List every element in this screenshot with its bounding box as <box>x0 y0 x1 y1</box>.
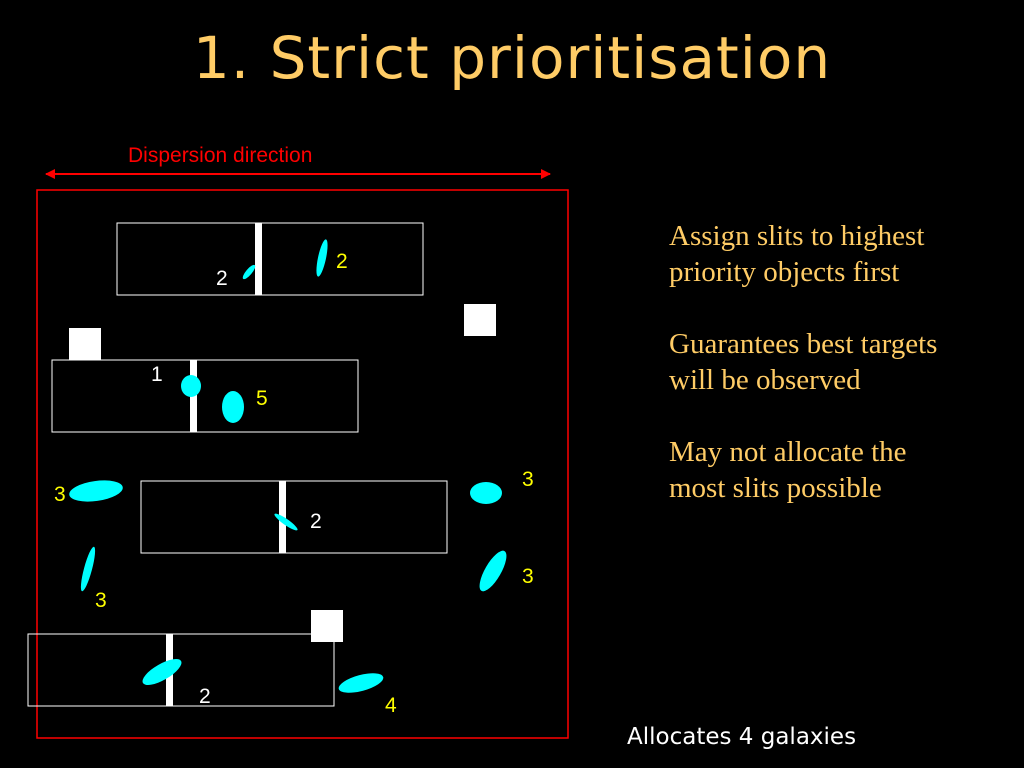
slit-box <box>51 359 359 433</box>
galaxy <box>142 659 182 685</box>
guide-star-square <box>311 610 343 642</box>
galaxy <box>181 375 201 397</box>
slit-box <box>116 222 424 296</box>
priority-label: 4 <box>385 694 397 717</box>
dispersion-direction-label: Dispersion direction <box>128 144 313 167</box>
guide-star-square <box>69 328 101 360</box>
galaxy <box>69 480 123 502</box>
bullet-item: Guarantees best targets will be observed <box>669 328 938 396</box>
galaxy <box>470 482 502 504</box>
guide-star-square <box>464 304 496 336</box>
galaxy <box>316 239 328 277</box>
bullet-item: May not allocate the most slits possible <box>669 436 907 504</box>
galaxy <box>338 673 384 693</box>
priority-label: 2 <box>310 510 322 533</box>
priority-label: 1 <box>151 363 163 386</box>
priority-label: 3 <box>95 589 107 612</box>
bullet-item: Assign slits to highest priority objects… <box>669 220 925 288</box>
priority-label: 2 <box>199 685 211 708</box>
slit-box <box>27 633 335 707</box>
priority-label: 3 <box>522 565 534 588</box>
priority-label: 2 <box>336 250 348 273</box>
bullet-list: Assign slits to highest priority objects… <box>669 218 969 542</box>
slit-box <box>140 480 448 554</box>
priority-label: 3 <box>54 483 66 506</box>
priority-label: 5 <box>256 387 268 410</box>
galaxy <box>222 391 244 423</box>
galaxy <box>274 513 298 531</box>
galaxy <box>80 546 96 592</box>
allocation-summary: Allocates 4 galaxies <box>627 724 857 750</box>
slit-bar <box>255 223 262 295</box>
slide-title: 1. Strict prioritisation <box>192 24 832 92</box>
priority-label: 3 <box>522 468 534 491</box>
field-of-view-frame <box>36 189 569 739</box>
galaxy <box>479 550 507 592</box>
priority-label: 2 <box>216 267 228 290</box>
galaxy <box>242 264 256 280</box>
